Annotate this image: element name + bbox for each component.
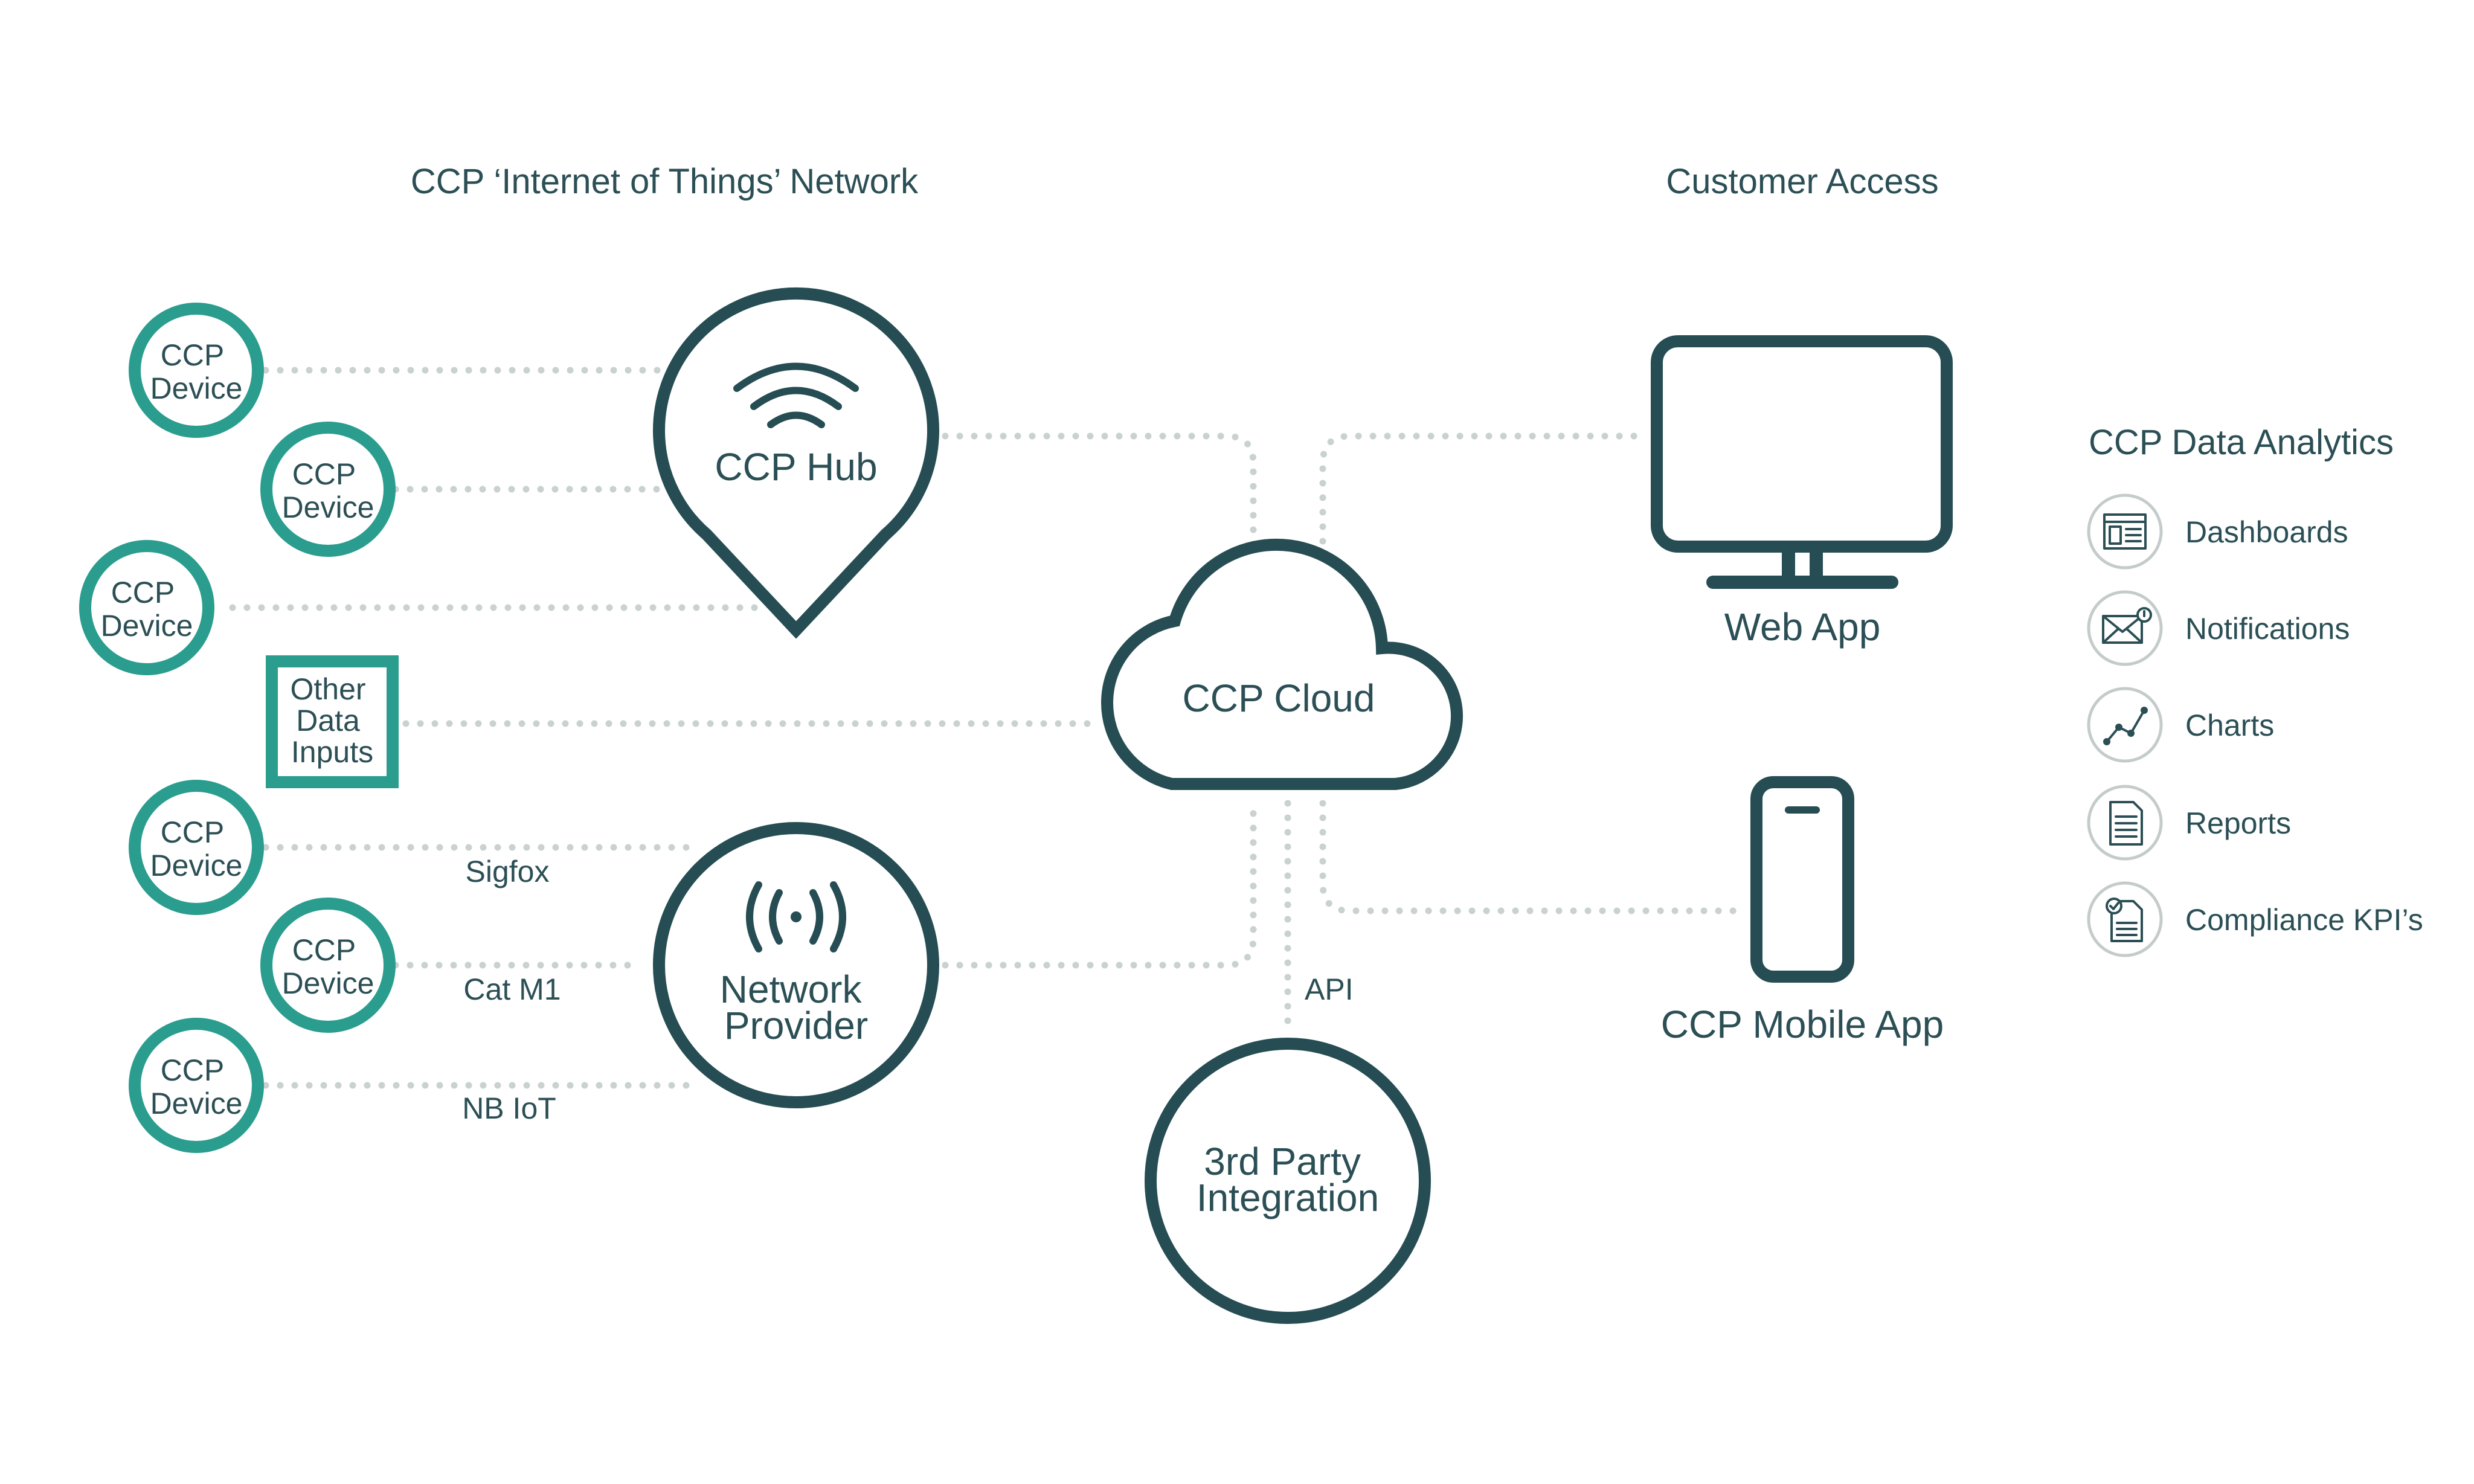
analytics-label: Dashboards <box>2185 515 2348 549</box>
sigfox-label: Sigfox <box>466 855 550 888</box>
device-node: CCP Device <box>129 1018 264 1153</box>
network-provider-node: Network Provider <box>653 822 939 1108</box>
connector-hub-cloud <box>942 432 1257 562</box>
device-label: CCP Device <box>282 933 374 1000</box>
mobile-app-node: CCP Mobile App <box>1661 776 1944 1046</box>
map-pin-shape <box>653 287 939 639</box>
network-section-title: CCP ‘Internet of Things’ Network <box>411 162 919 201</box>
other-data-inputs-label: Other Data Inputs <box>291 672 374 769</box>
third-party-label: 3rd Party Integration <box>1197 1140 1379 1219</box>
analytics-label: Reports <box>2185 806 2291 840</box>
monitor-icon <box>1651 335 1953 553</box>
api-label: API <box>1305 972 1354 1006</box>
network-provider-label: Network Provider <box>720 968 873 1047</box>
ccp-cloud-label: CCP Cloud <box>1183 676 1375 720</box>
dashboard-icon <box>2103 513 2147 550</box>
phone-icon <box>1750 776 1854 983</box>
device-circle <box>129 1018 264 1153</box>
customer-access-title: Customer Access <box>1666 162 1938 201</box>
monitor-stand <box>1706 547 1898 589</box>
device-label: CCP Device <box>101 576 193 643</box>
device-circle <box>129 303 264 438</box>
analytics-icon-ring <box>2087 493 2163 570</box>
analytics-icon-ring <box>2087 687 2163 763</box>
clipboard-check-icon <box>2106 898 2143 942</box>
device-node: CCP Device <box>129 303 264 438</box>
analytics-item: Reports <box>2087 785 2291 861</box>
device-node: CCP Device <box>260 898 396 1033</box>
device-circle <box>129 780 264 915</box>
device-node: CCP Device <box>129 780 264 915</box>
document-icon <box>2109 801 2143 846</box>
cloud-shape <box>1101 538 1464 790</box>
nb-iot-label: NB IoT <box>462 1091 556 1125</box>
device-node: CCP Device <box>260 422 396 557</box>
third-party-circle <box>1145 1038 1431 1324</box>
third-party-integration-node: 3rd Party Integration <box>1145 1038 1431 1324</box>
ccp-hub-label: CCP Hub <box>715 445 877 489</box>
device-label: CCP Device <box>282 457 374 524</box>
analytics-label: Compliance KPI’s <box>2185 903 2423 937</box>
analytics-label: Charts <box>2185 708 2274 742</box>
web-app-label: Web App <box>1724 605 1881 649</box>
device-label: CCP Device <box>150 1053 243 1120</box>
analytics-icon-ring <box>2087 881 2163 957</box>
envelope-icon <box>2102 607 2152 644</box>
other-data-inputs-box <box>266 655 399 788</box>
other-data-inputs-node: Other Data Inputs <box>266 655 399 788</box>
device-label: CCP Device <box>150 815 243 882</box>
analytics-title: CCP Data Analytics <box>2089 423 2394 462</box>
ccp-hub-node: CCP Hub <box>653 287 939 639</box>
device-node: CCP Device <box>79 540 214 675</box>
line-chart-icon <box>2103 707 2148 745</box>
analytics-item: Compliance KPI’s <box>2087 881 2423 957</box>
connector-cloud-mobileapp <box>1319 800 1749 914</box>
analytics-icon-ring <box>2087 590 2163 666</box>
cat-m1-label: Cat M1 <box>463 972 561 1006</box>
connectors <box>229 367 1749 1089</box>
mobile-app-label: CCP Mobile App <box>1661 1003 1944 1046</box>
analytics-item: Notifications <box>2087 590 2350 666</box>
radio-signal-icon <box>746 881 846 952</box>
network-provider-circle <box>653 822 939 1108</box>
phone-speaker <box>1785 806 1820 814</box>
wifi-icon <box>733 362 859 428</box>
analytics-item: Charts <box>2087 687 2274 763</box>
connector-cloud-webapp <box>1319 432 1647 559</box>
device-label: CCP Device <box>150 338 243 405</box>
device-circle <box>260 898 396 1033</box>
web-app-node: Web App <box>1651 335 1953 649</box>
analytics-label: Notifications <box>2185 612 2350 646</box>
device-circle <box>260 422 396 557</box>
connector-provider-cloud <box>942 800 1257 969</box>
device-circle <box>79 540 214 675</box>
ccp-cloud-node: CCP Cloud <box>1101 538 1464 790</box>
analytics-item: Dashboards <box>2087 493 2348 570</box>
